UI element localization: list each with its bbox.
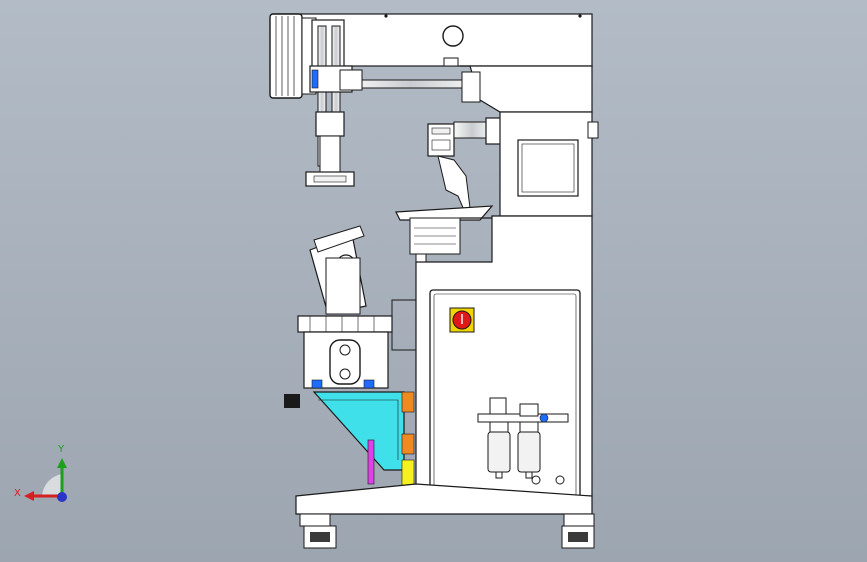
magenta-post — [367, 439, 375, 485]
axis-triad: X Y — [14, 444, 67, 502]
emergency-stop-button[interactable] — [449, 307, 475, 333]
main-column — [409, 111, 599, 503]
upper-arm — [269, 13, 593, 113]
leveling-foot-left — [299, 513, 331, 527]
leveling-foot-right — [563, 513, 595, 527]
black-handle — [284, 394, 300, 408]
machine-base — [295, 483, 595, 549]
support-bracket — [284, 391, 415, 487]
rotary-clamp-unit — [297, 225, 417, 389]
head-assembly — [395, 117, 507, 221]
y-axis-label: Y — [57, 444, 65, 455]
air-filter-regulator — [477, 397, 569, 485]
z-axis-dot — [57, 492, 67, 502]
arm-motor-cap — [269, 13, 303, 99]
yellow-block — [401, 459, 415, 487]
horizontal-guide-rod — [349, 79, 473, 89]
arm-access-hole — [442, 25, 464, 47]
pressure-gauge — [539, 413, 549, 423]
column-window — [517, 139, 579, 197]
vertical-slide-assembly — [305, 19, 363, 187]
filter-bowl-left — [487, 431, 511, 473]
work-table — [297, 315, 393, 333]
drive-belt — [329, 339, 361, 385]
x-axis-label: X — [14, 488, 21, 499]
filter-bowl-right — [517, 431, 541, 473]
